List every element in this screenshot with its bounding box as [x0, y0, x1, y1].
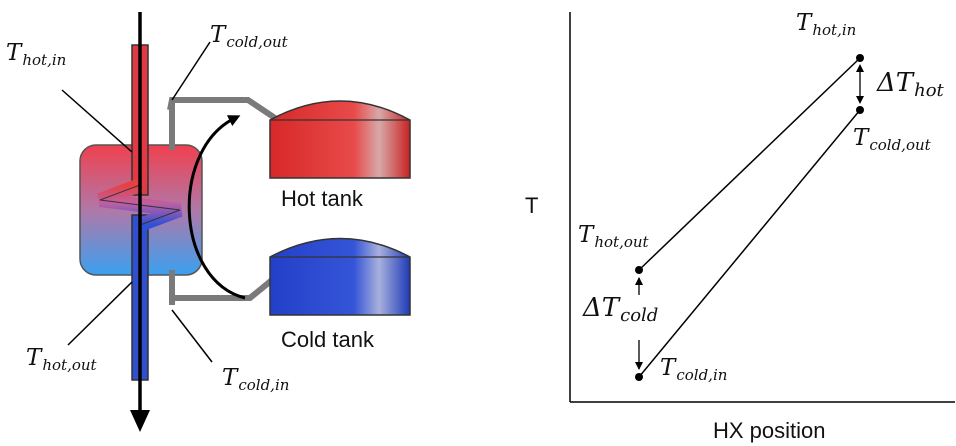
hot-tank	[269, 100, 411, 179]
leader-t-cold-out	[171, 41, 211, 101]
flow-arrow-head	[130, 410, 150, 432]
plot-label-t-hot-out: Thot,out	[578, 222, 649, 251]
charge-curve-arrow	[187, 115, 246, 300]
cold-stream-line	[638, 109, 861, 378]
hot-stream-line	[638, 57, 861, 271]
label-t-cold-out: Tcold,out	[210, 22, 288, 51]
pipe-to-cold-tank	[169, 277, 274, 305]
delta-t-hot-arrow-up	[856, 64, 864, 72]
y-axis-label: T	[525, 193, 539, 218]
plot-label-t-cold-out: Tcold,out	[853, 125, 931, 154]
plot-label-delta-t-hot: ΔThot	[877, 68, 944, 101]
point-t-hot-out	[635, 266, 643, 274]
label-t-hot-out: Thot,out	[26, 345, 97, 374]
leader-t-cold-in	[171, 309, 213, 363]
plot-label-delta-t-cold: ΔTcold	[583, 293, 659, 326]
leader-t-hot-out	[67, 281, 133, 346]
point-t-hot-in	[856, 54, 864, 62]
plot-label-t-hot-in: Thot,in	[796, 10, 857, 39]
label-t-cold-in: Tcold,in	[222, 365, 290, 394]
cold-tank	[269, 237, 411, 316]
hot-tank-label: Hot tank	[281, 186, 363, 211]
delta-t-cold-arrow-down	[635, 362, 643, 370]
delta-t-cold-arrow-up	[635, 277, 643, 285]
plot-label-t-cold-in: Tcold,in	[660, 355, 728, 384]
delta-t-hot-arrow-down	[856, 96, 864, 104]
label-t-hot-in: Thot,in	[6, 40, 67, 69]
x-axis-label: HX position	[713, 418, 826, 443]
point-t-cold-in	[635, 373, 643, 381]
pipe-to-hot-tank	[167, 97, 277, 121]
leader-t-hot-in	[61, 89, 133, 153]
cold-tank-label: Cold tank	[281, 327, 374, 352]
point-t-cold-out	[856, 106, 864, 114]
